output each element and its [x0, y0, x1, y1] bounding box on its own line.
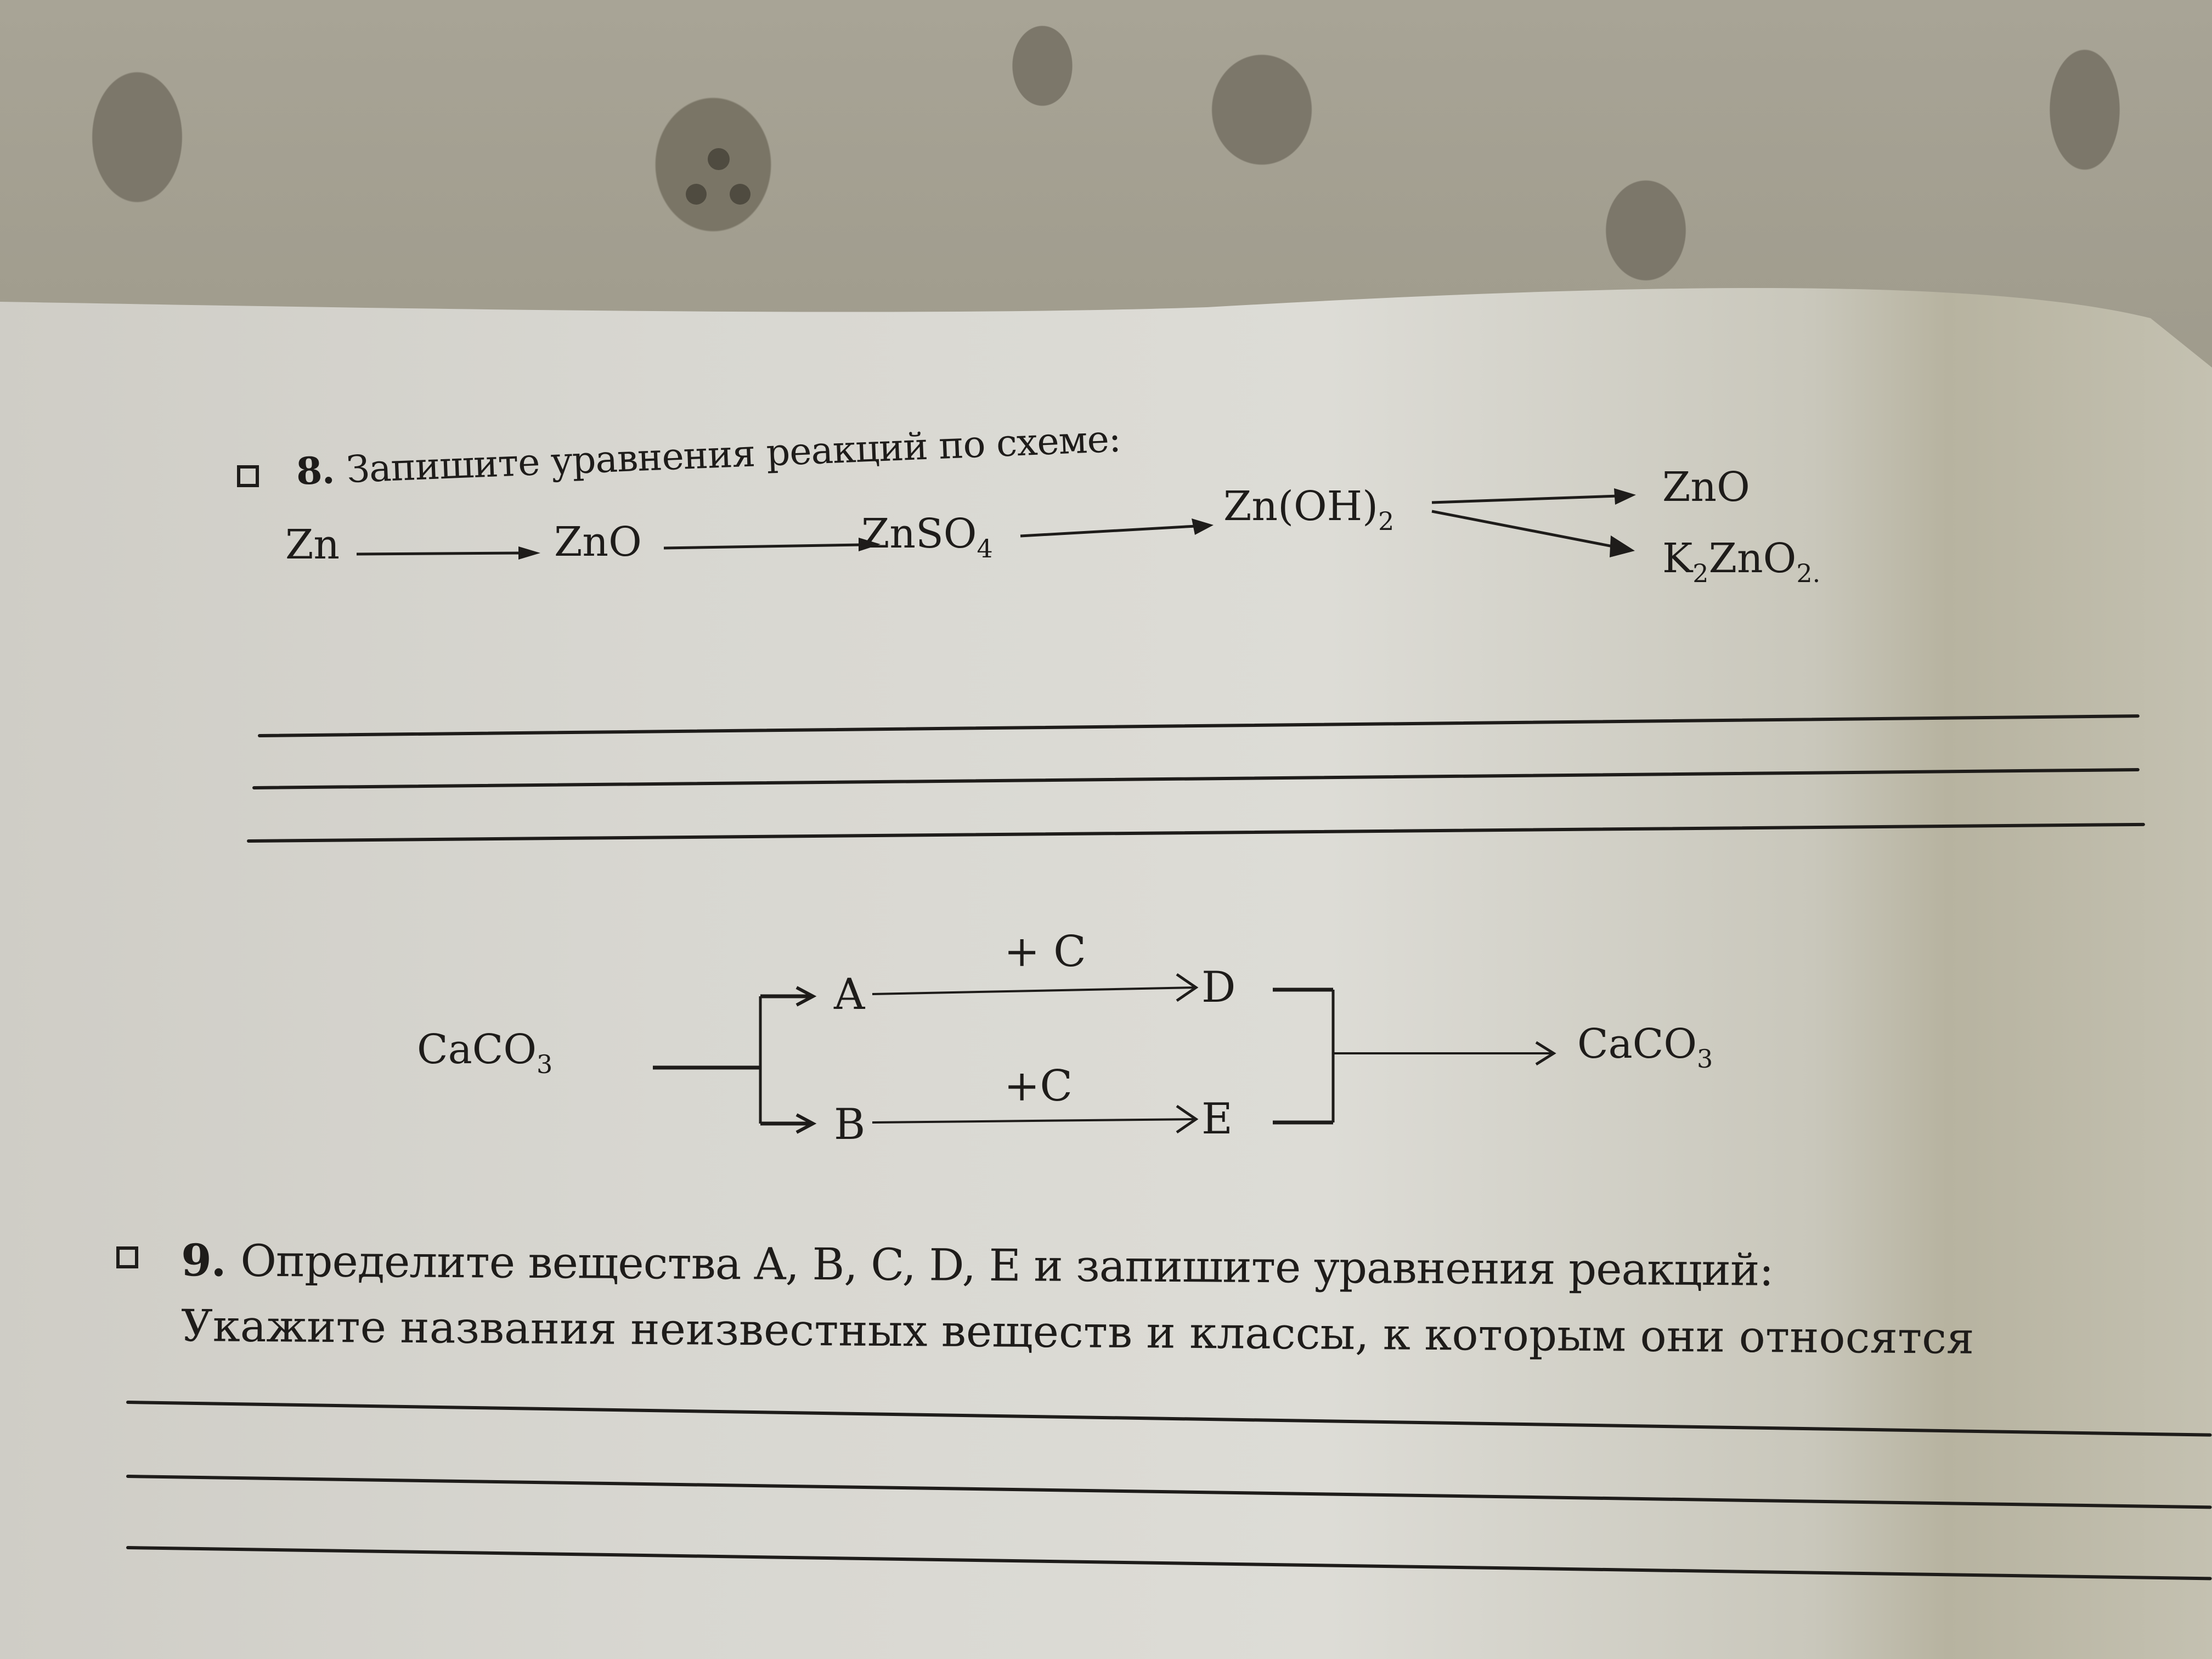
fabric-dot [686, 184, 707, 205]
task9-number: 9. [180, 1234, 226, 1286]
reagent-top: + C [1004, 927, 1086, 977]
diagram-lines-icon [653, 973, 1335, 1134]
formula-zno: ZnO [554, 518, 642, 566]
substance-d: D [1201, 963, 1236, 1012]
branch-arrows-icon [1431, 488, 1636, 557]
task9-line1: Определите вещества A, B, C, D, E и запи… [240, 1235, 1774, 1296]
diagram-end-caco3: CaCO3 [1577, 1020, 1713, 1074]
task9-checkbox[interactable] [116, 1246, 138, 1268]
task8-number: 8. [295, 448, 335, 494]
fabric-dot [708, 148, 730, 170]
arrow-icon [356, 546, 540, 560]
formula-zno-branch: ZnO [1662, 464, 1750, 511]
diagram-start-caco3: CaCO3 [417, 1026, 553, 1079]
substance-b: B [834, 1100, 866, 1149]
formula-znso4: ZnSO4 [861, 510, 993, 563]
fabric-dot [730, 184, 751, 205]
task8-checkbox[interactable] [237, 465, 259, 487]
formula-znoh2: Zn(OH)2 [1223, 483, 1395, 536]
reagent-bottom: +C [1004, 1062, 1073, 1111]
arrow-icon [1020, 518, 1214, 538]
task9-heading: 9. Определите вещества A, B, C, D, E и з… [181, 1234, 1774, 1296]
arrow-icon [663, 538, 881, 551]
substance-e: E [1201, 1094, 1233, 1144]
formula-k2zno2: K2ZnO2. [1662, 535, 1821, 588]
formula-zn: Zn [285, 521, 340, 568]
substance-a: A [834, 970, 865, 1019]
arrow-icon [1333, 1041, 1556, 1066]
